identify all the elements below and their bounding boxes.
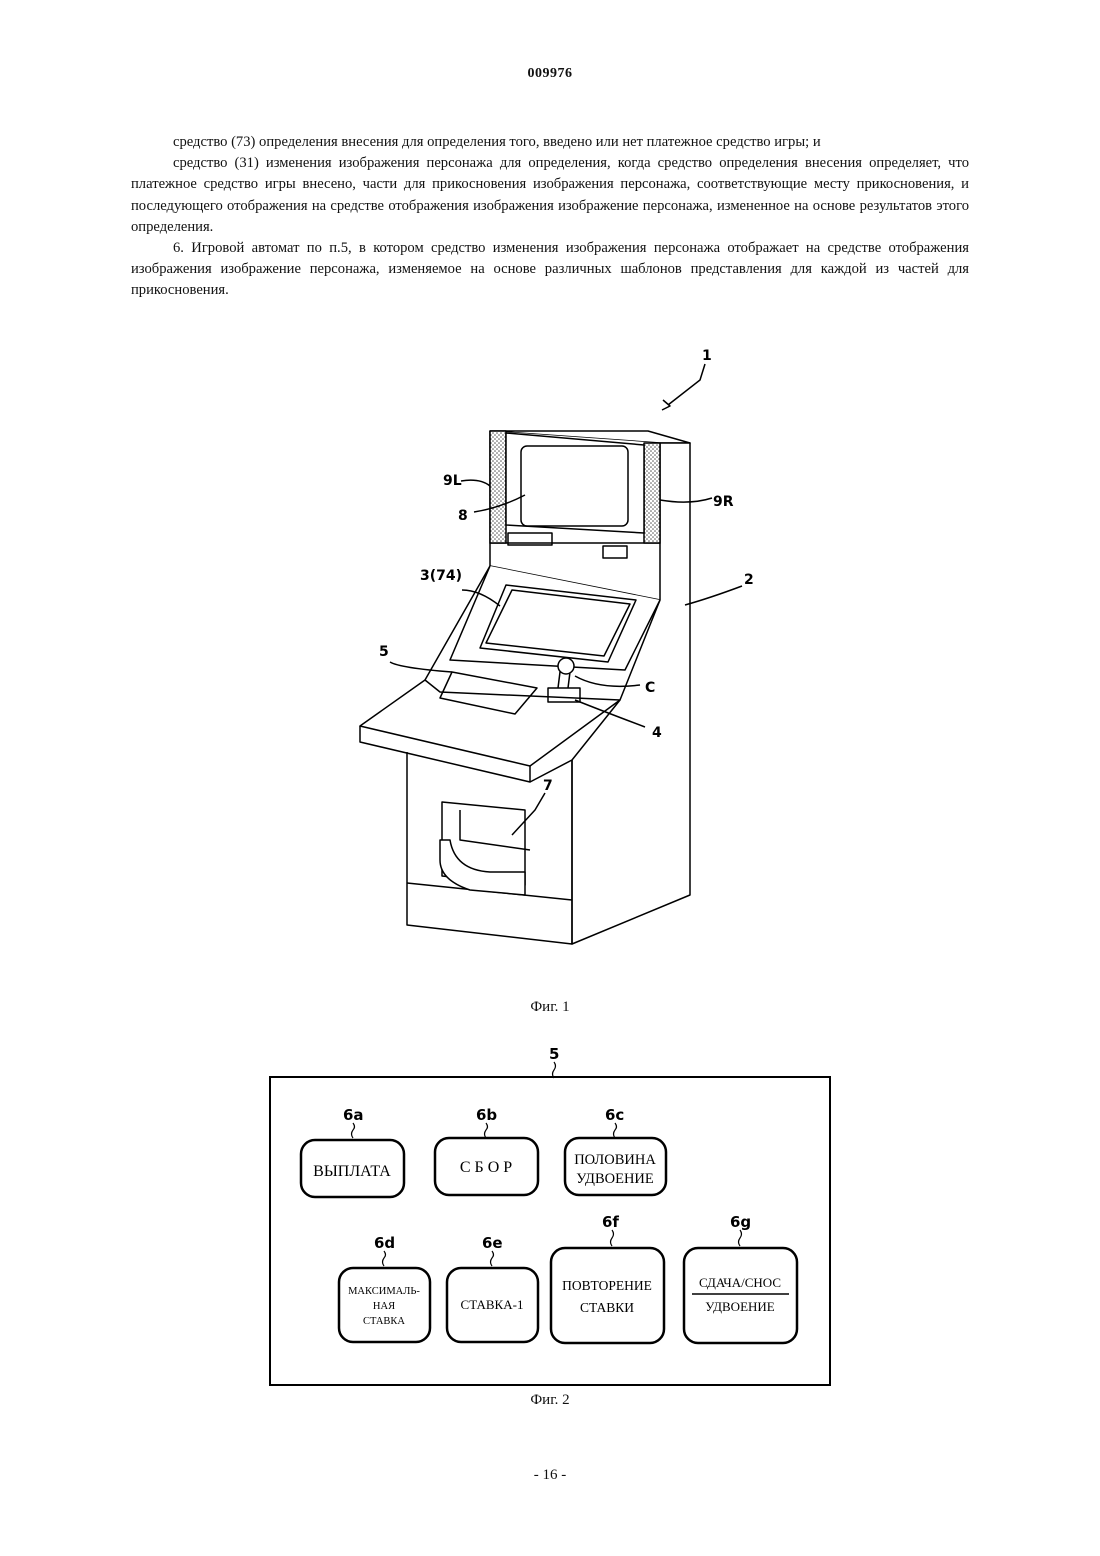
button-label: ВЫПЛАТА — [313, 1163, 391, 1180]
button-label: СТАВКИ — [580, 1300, 634, 1315]
page-number: - 16 - — [0, 1467, 1100, 1484]
button-label: СТАВКА-1 — [461, 1297, 524, 1312]
button-label: СТАВКА — [363, 1316, 405, 1327]
label-6e: 6e — [482, 1234, 503, 1252]
repeat-bet-button — [551, 1248, 664, 1343]
figure-1-caption: Фиг. 1 — [0, 999, 1100, 1016]
paragraph: 6. Игровой автомат по п.5, в котором сре… — [131, 238, 969, 302]
button-label: ПОЛОВИНА — [574, 1152, 656, 1168]
left-speaker — [490, 431, 506, 543]
label-machine: 1 — [702, 348, 712, 364]
button-label: ПОВТОРЕНИЕ — [562, 1278, 652, 1293]
button-label: УДВОЕНИЕ — [576, 1171, 654, 1187]
change-double-button — [684, 1248, 797, 1343]
label-upper-display: 8 — [458, 508, 468, 524]
label-6b: 6b — [476, 1106, 497, 1124]
label-panel: 5 — [379, 644, 389, 660]
label-6a: 6a — [343, 1106, 364, 1124]
label-touch-screen: 3(74) — [420, 568, 462, 584]
label-6f: 6f — [602, 1213, 619, 1231]
label-cabinet: 2 — [744, 572, 754, 588]
button-label: НАЯ — [373, 1301, 395, 1312]
bill-slot — [603, 546, 627, 558]
label-6g: 6g — [730, 1213, 751, 1231]
label-lever: 4 — [652, 725, 662, 741]
button-label: МАКСИМАЛЬ- — [348, 1286, 420, 1297]
button-label: СДАЧА/СНОС — [699, 1275, 781, 1290]
label-left-speaker: 9L — [443, 473, 462, 489]
right-speaker — [644, 443, 660, 543]
label-coin: C — [645, 680, 655, 696]
paragraph: средство (73) определения внесения для о… — [131, 132, 969, 153]
button-label: УДВОЕНИЕ — [705, 1299, 775, 1314]
button-label: С Б О Р — [460, 1159, 512, 1176]
label-right-speaker: 9R — [713, 494, 734, 510]
figure-2-button-panel: 5 6a 6b 6c 6d 6e 6f 6g ВЫПЛАТА С Б О Р П… — [262, 1040, 842, 1390]
label-panel-5: 5 — [549, 1045, 559, 1063]
document-number: 009976 — [0, 66, 1100, 82]
label-6d: 6d — [374, 1234, 395, 1252]
label-tray: 7 — [543, 778, 553, 794]
label-6c: 6c — [605, 1106, 624, 1124]
figure-1-gaming-machine-drawing: 1 2 3(74) 4 5 7 8 9L 9R C — [330, 340, 780, 970]
body-text: средство (73) определения внесения для о… — [131, 132, 969, 302]
figure-2-caption: Фиг. 2 — [0, 1392, 1100, 1409]
coin — [558, 658, 574, 674]
paragraph: средство (31) изменения изображения перс… — [131, 153, 969, 238]
